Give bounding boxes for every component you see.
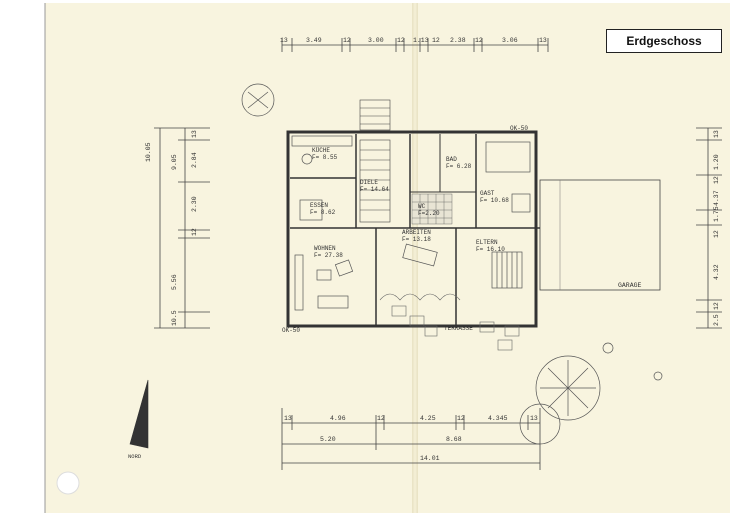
dim-right-4: 4.37 — [713, 190, 720, 206]
dim-bottom-2: 4.96 — [330, 415, 346, 422]
room-name-eltern: ELTERN — [476, 239, 498, 246]
dim-bottom-9: 8.68 — [446, 436, 462, 443]
dim-left-5: 12 — [191, 228, 198, 236]
dim-top-2: 3.49 — [306, 37, 322, 44]
ok-label-left: OK-50 — [282, 327, 300, 334]
paper-background — [45, 3, 730, 513]
trees — [241, 83, 663, 445]
garage: GARAGE — [539, 179, 661, 291]
room-name-kueche: KÜCHE — [312, 147, 330, 154]
room-name-wc: WC — [418, 203, 426, 210]
dim-left-7: 13 — [191, 130, 198, 138]
dim-top-4: 3.00 — [368, 37, 384, 44]
dim-top-6: 1.13 — [413, 37, 429, 44]
dim-right-9: 2.5 — [713, 314, 720, 326]
dim-top-7: 12 — [432, 37, 440, 44]
dim-right-3: 12 — [713, 176, 720, 184]
dimension-chain-bottom — [281, 408, 541, 470]
room-name-gast: GAST — [480, 190, 495, 197]
ok-label-right: OK-50 — [510, 125, 528, 132]
floor-label: Erdgeschoss — [606, 29, 722, 53]
dim-bottom-8: 5.20 — [320, 436, 336, 443]
dim-right-6: 12 — [713, 230, 720, 238]
terrasse-label: TERRASSE — [444, 325, 473, 332]
dim-left-3: 5.56 — [171, 274, 178, 290]
dim-top-8: 2.38 — [450, 37, 466, 44]
nord-label: NORD — [128, 453, 142, 460]
dim-top-3: 12 — [343, 37, 351, 44]
dim-right-7: 4.32 — [713, 264, 720, 280]
north-arrow: NORD — [128, 379, 149, 460]
punch-hole — [56, 471, 80, 495]
room-area-bad: F= 6.28 — [446, 163, 472, 170]
room-name-wohnen: WOHNEN — [314, 245, 336, 252]
dim-right-5: 1.75 — [713, 206, 720, 222]
dimension-chain-left — [154, 127, 210, 329]
dim-bottom-5: 12 — [457, 415, 465, 422]
room-area-diele: F= 14.64 — [360, 186, 389, 193]
dim-bottom-7: 13 — [530, 415, 538, 422]
dim-left-1: 10.05 — [145, 142, 152, 162]
staircase — [359, 99, 391, 223]
room-area-arbeiten: F= 13.18 — [402, 236, 431, 243]
dim-top-11: 13 — [539, 37, 547, 44]
room-area-essen: F= 8.62 — [310, 209, 336, 216]
dim-right-8: 12 — [713, 302, 720, 310]
room-name-bad: BAD — [446, 156, 457, 163]
room-area-kueche: F= 8.55 — [312, 154, 338, 161]
dim-right-1: 13 — [713, 130, 720, 138]
dim-bottom-6: 4.345 — [488, 415, 508, 422]
room-area-eltern: F= 16.10 — [476, 246, 505, 253]
dim-top-9: 12 — [475, 37, 483, 44]
paper-fold — [412, 3, 418, 513]
dim-total: 14.01 — [420, 455, 440, 462]
room-area-gast: F= 10.68 — [480, 197, 509, 204]
dimension-chain-right — [696, 127, 722, 329]
room-area-wohnen: F= 27.38 — [314, 252, 343, 259]
dim-bottom-1: 13 — [284, 415, 292, 422]
dim-top-1: 13 — [280, 37, 288, 44]
dim-top-5: 12 — [397, 37, 405, 44]
dim-left-8: 10.5 — [171, 310, 178, 326]
room-area-wc: F=2.20 — [418, 210, 440, 217]
room-name-essen: ESSEN — [310, 202, 328, 209]
dim-right-2: 1.20 — [713, 154, 720, 170]
dim-left-4: 2.30 — [191, 196, 198, 212]
room-name-diele: DIELE — [360, 179, 378, 186]
garage-label: GARAGE — [618, 282, 642, 289]
dim-left-6: 2.84 — [191, 152, 198, 168]
dim-top-10: 3.06 — [502, 37, 518, 44]
room-name-arbeiten: ARBEITEN — [402, 229, 431, 236]
dim-bottom-4: 4.25 — [420, 415, 436, 422]
wc-tiles — [411, 193, 453, 225]
furniture — [291, 135, 531, 311]
dimension-chain-top — [281, 38, 549, 52]
terrace — [379, 293, 520, 351]
dim-bottom-3: 12 — [377, 415, 385, 422]
dim-left-2: 9.05 — [171, 154, 178, 170]
